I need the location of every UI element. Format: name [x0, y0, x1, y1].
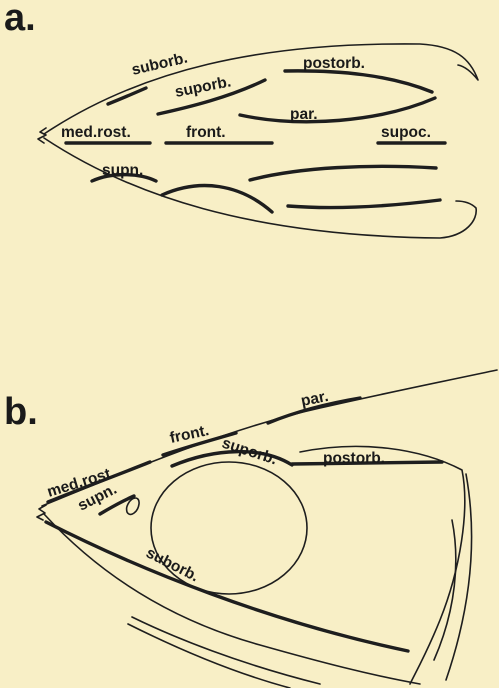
panel-b-nostril — [127, 498, 139, 514]
panel-a-canal-par — [240, 98, 435, 122]
panel-b-snout-tip — [37, 505, 46, 520]
panel-b-label-postorb: postorb. — [323, 450, 385, 467]
panel-b-canal-suborb — [46, 522, 408, 651]
panel-a-canal-lower-lower — [288, 200, 440, 208]
panel-a-label-supoc: supoc. — [381, 124, 431, 141]
panel-b-jaw-line-lower — [128, 624, 290, 688]
panel-a-label-front: front. — [186, 124, 226, 141]
panel-a-label-med-rost: med.rost. — [61, 124, 131, 141]
panel-a-label-par: par. — [290, 106, 318, 123]
panel-a-label-supn: supn. — [102, 162, 143, 179]
panel-a-letter: a. — [4, 0, 36, 39]
panel-a-canal-postorb — [285, 71, 432, 92]
panel-a-head-outline — [44, 44, 478, 134]
panel-a: a. suborb. suporb. postorb. par. med.ros… — [4, 0, 478, 238]
panel-a-label-suborb: suborb. — [130, 50, 189, 79]
panel-b-label-suporb: suporb. — [220, 435, 279, 469]
panel-a-label-postorb: postorb. — [303, 55, 365, 72]
panel-b-operculum — [300, 446, 465, 684]
panel-a-head-outline-lower — [44, 138, 476, 238]
panel-a-snout-tip — [38, 128, 46, 143]
panel-a-canal-lower-upper — [250, 166, 436, 180]
panel-b-letter: b. — [4, 391, 38, 433]
panel-b-operculum-edge — [446, 474, 472, 680]
panel-b: b. par. front. suporb. postorb. med.rost… — [4, 370, 497, 688]
panel-b-jaw-line-inner — [132, 617, 320, 684]
panel-b-operculum-edge-2 — [434, 520, 456, 660]
panel-a-canal-lower-orb — [162, 186, 272, 212]
